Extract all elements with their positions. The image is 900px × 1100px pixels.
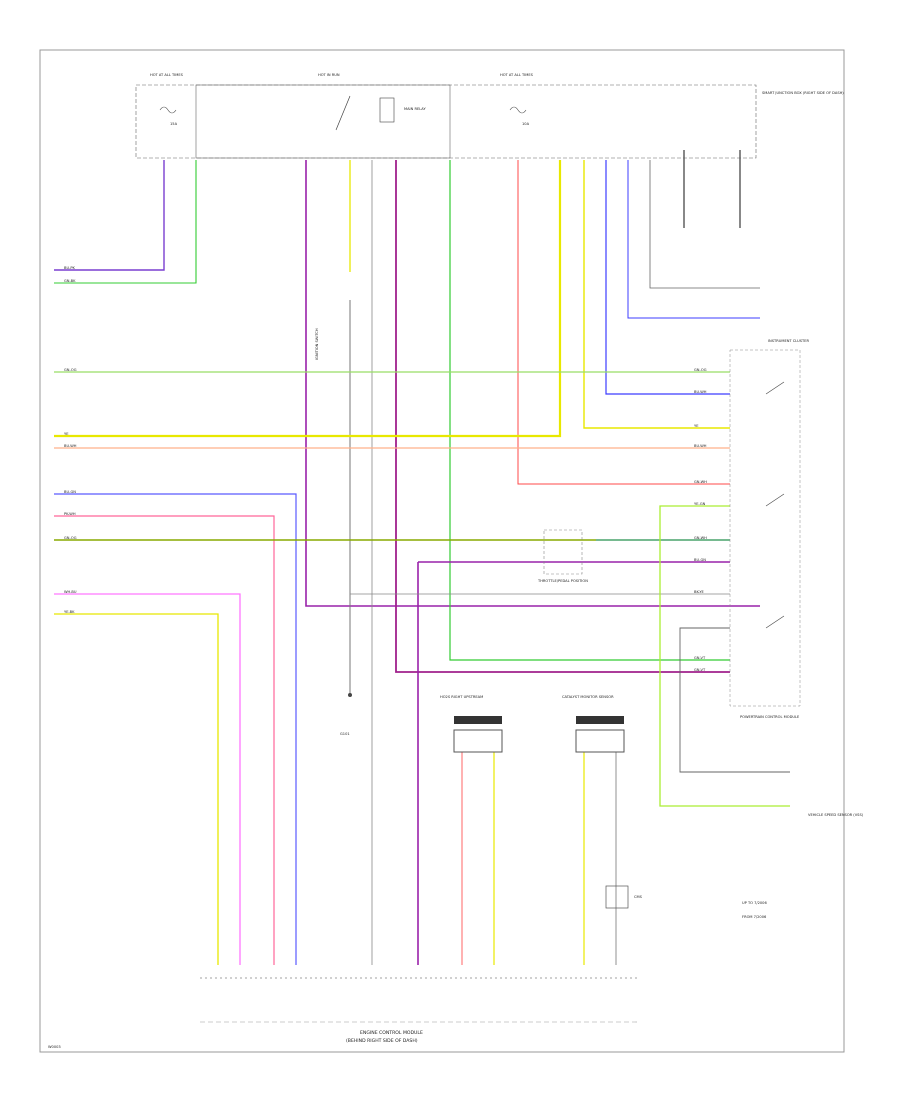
- sensor2-connector: [576, 716, 624, 724]
- wire-pink-1: [54, 515, 275, 965]
- switch-contact-1: [765, 381, 785, 395]
- wire-blue-2: [627, 160, 760, 319]
- right-wire-label: BU-GN: [694, 558, 706, 562]
- relay-box: [195, 84, 451, 159]
- wire-green-1: [54, 160, 197, 284]
- relay-switch: [335, 95, 351, 131]
- left-wire-label: GN-OG: [64, 536, 77, 540]
- relay-coil: [379, 97, 395, 123]
- left-wire-label: PK-WH: [64, 512, 76, 516]
- ecm-title-line-2: (BEHIND RIGHT SIDE OF DASH): [346, 1038, 418, 1044]
- legend-item-1: UP TO 7/2006: [742, 901, 767, 905]
- fuse3-title: HOT AT ALL TIMES: [500, 73, 534, 77]
- left-wire-label: YE: [64, 432, 69, 436]
- right-block-title: INSTRUMENT CLUSTER: [768, 339, 809, 343]
- wire-yellow-4: [54, 613, 219, 965]
- right-wire-label: BU-WH: [694, 390, 707, 394]
- small-connector: [605, 885, 629, 909]
- left-wire-label: GN-OG: [64, 368, 77, 372]
- sensor2-title: CATALYST MONITOR SENSOR: [562, 695, 614, 699]
- wire-violet-2: [305, 160, 760, 607]
- wire-yellow-3: [583, 160, 730, 429]
- legend-item-2: FROM 7/2006: [742, 915, 767, 919]
- wire-red-1: [517, 160, 730, 485]
- fuse1-title: HOT AT ALL TIMES: [150, 73, 184, 77]
- fuse-panel: [135, 84, 757, 159]
- left-wire-label: WH-BU: [64, 590, 77, 594]
- sensor2-body: [575, 729, 625, 753]
- wire-gray-5: [679, 627, 790, 773]
- sensor1-connector: [454, 716, 502, 724]
- switch-contact-2: [765, 493, 785, 507]
- sensor1-body: [453, 729, 503, 753]
- right-wire-label: BU-WH: [694, 444, 707, 448]
- junction-box-label: SMART JUNCTION BOX (RIGHT SIDE OF DASH): [762, 91, 844, 95]
- wire-gray-3: [649, 160, 760, 289]
- fuse1-symbol: [159, 106, 177, 114]
- left-wire-label: BU-WH: [64, 444, 77, 448]
- left-wire-label: YE-BK: [64, 610, 75, 614]
- fuse3-symbol: [509, 106, 527, 114]
- footer-tag: W0003: [48, 1045, 61, 1049]
- ignition-label: IGNITION SWITCH: [315, 328, 319, 360]
- right-labels: GN-OG BU-WH YE BU-WH GN-WH YE-GN GN-WH BU-GN BK-…: [694, 368, 707, 672]
- left-wire-label: GN-BK: [64, 279, 76, 283]
- wire-blue-3: [54, 493, 297, 965]
- diagram-frame: [39, 49, 845, 1053]
- fuse2-title: HOT IN RUN: [318, 73, 340, 77]
- fuse1-rating: 15A: [170, 122, 178, 126]
- ecm-title-line-1: ENGINE CONTROL MODULE: [360, 1030, 423, 1036]
- wire-yellowgreen-1: [659, 505, 790, 807]
- throttle-label: THROTTLE/PEDAL POSITION: [537, 579, 588, 583]
- right-wire-label: GN-WH: [694, 480, 707, 484]
- fuse3-rating: 10A: [522, 122, 530, 126]
- wire-yellow-2: [54, 160, 562, 438]
- right-component-block: [729, 349, 801, 707]
- right-wire-label: BK-YE: [694, 590, 705, 594]
- wire-violet-1: [54, 160, 165, 271]
- right-wire-label: GN-VT: [694, 668, 706, 672]
- right-block-footer: POWERTRAIN CONTROL MODULE: [740, 715, 800, 719]
- bottom-right-label: VEHICLE SPEED SENSOR (VSS): [808, 813, 864, 817]
- right-wire-label: GN-WH: [694, 536, 707, 540]
- left-wire-label: BU-PK: [64, 266, 76, 270]
- left-wire-label: BU-GN: [64, 490, 76, 494]
- relay-label: MAIN RELAY: [404, 107, 426, 111]
- right-wire-label: YE: [694, 424, 699, 428]
- wire-green-2: [449, 160, 730, 661]
- switch-contact-3: [765, 615, 785, 629]
- wire-blue-1: [605, 160, 730, 395]
- right-wire-label: GN-VT: [694, 656, 706, 660]
- wire-pink-2: [54, 593, 241, 965]
- right-wire-label: YE-GN: [694, 502, 706, 506]
- ground-symbol: [348, 693, 352, 697]
- small-connector-label: CMS: [634, 895, 643, 899]
- throttle-module: [543, 529, 583, 575]
- sensor1-title: HO2S RIGHT UPSTREAM: [440, 695, 483, 699]
- left-labels: BU-PK GN-BK GN-OG YE BU-WH BU-GN PK-WH GN-OG WH-…: [64, 266, 77, 614]
- wire-violet-3: [395, 160, 730, 673]
- ground-label: G101: [340, 732, 350, 736]
- right-wire-label: GN-OG: [694, 368, 707, 372]
